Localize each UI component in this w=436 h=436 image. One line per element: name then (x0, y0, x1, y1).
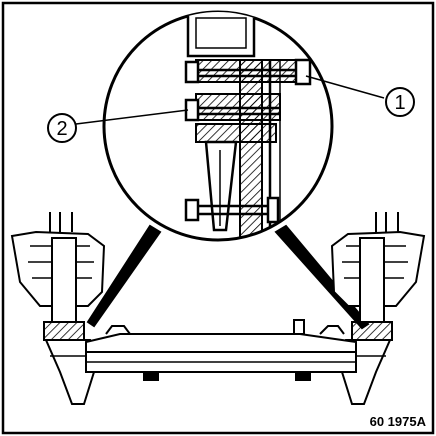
magnifier-lines (86, 224, 370, 330)
left-strut-assembly (10, 212, 106, 405)
callout-2: 2 (47, 113, 77, 143)
callout-1-label: 1 (394, 92, 405, 114)
figure-code: 60 1975A (370, 414, 427, 429)
subframe-crossmember (85, 319, 357, 381)
callout-leaders (75, 75, 385, 125)
callout-1: 1 (385, 87, 415, 117)
right-strut-assembly (330, 212, 426, 405)
callout-2-label: 2 (56, 118, 67, 140)
detail-view (102, 10, 334, 242)
